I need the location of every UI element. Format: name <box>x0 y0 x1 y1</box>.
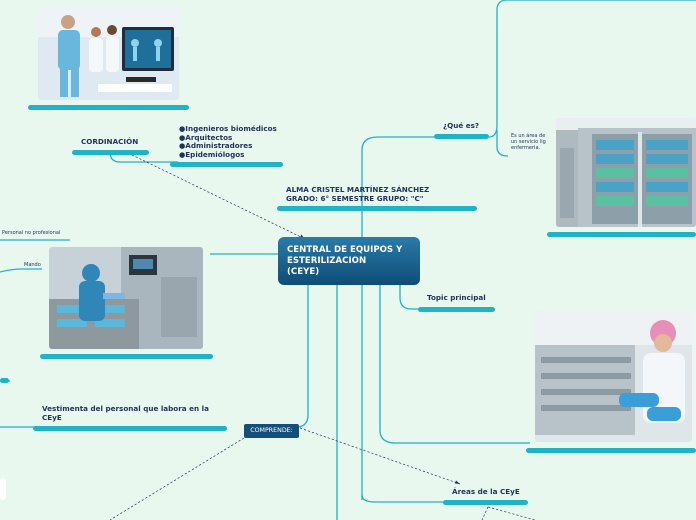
comprende-node[interactable]: COMPRENDE: <box>244 424 299 438</box>
photo-underline-2 <box>547 232 696 237</box>
photo-underline-4 <box>526 448 696 453</box>
que-es-description: Es un área de un servicio lig enfermeria… <box>511 133 546 151</box>
sterilizer-photo <box>49 247 203 349</box>
que-es-node[interactable]: ¿Qué es? <box>443 121 480 130</box>
que-es-bar <box>434 134 489 139</box>
medical-team-photo <box>38 7 179 100</box>
coordination-items-bar <box>170 162 283 167</box>
nurse-trays-photo <box>535 311 692 442</box>
left-edge-bar <box>0 378 9 383</box>
areas-bar <box>443 500 528 505</box>
photo-underline-3 <box>40 354 213 359</box>
author-node[interactable]: ALMA CRISTEL MARTÍNEZ SÁNCHEZ GRADO: 6° … <box>286 185 430 203</box>
central-topic[interactable]: CENTRAL DE EQUIPOS Y ESTERILIZACION (CEY… <box>278 237 420 285</box>
mando-label[interactable]: Mando <box>24 262 41 268</box>
sterile-cabinet-photo <box>556 118 696 227</box>
photo-underline-1 <box>28 105 189 110</box>
areas-node[interactable]: Áreas de la CEyE <box>452 487 520 496</box>
edge-image-fragment <box>0 478 6 500</box>
coordination-label[interactable]: CORDINACIÓN <box>81 137 139 146</box>
coordination-items[interactable]: ●Ingenieros biomédicos ●Arquitectos ●Adm… <box>179 124 277 159</box>
personal-no-profesional[interactable]: Personal no profesional <box>2 230 61 236</box>
author-bar <box>277 206 477 211</box>
coordination-bar <box>72 150 149 155</box>
topic-principal-node[interactable]: Topic principal <box>427 293 486 302</box>
vestimenta-bar <box>33 426 227 431</box>
vestimenta-node[interactable]: Vestimenta del personal que labora en la… <box>42 404 209 422</box>
topic-principal-bar <box>418 307 495 312</box>
